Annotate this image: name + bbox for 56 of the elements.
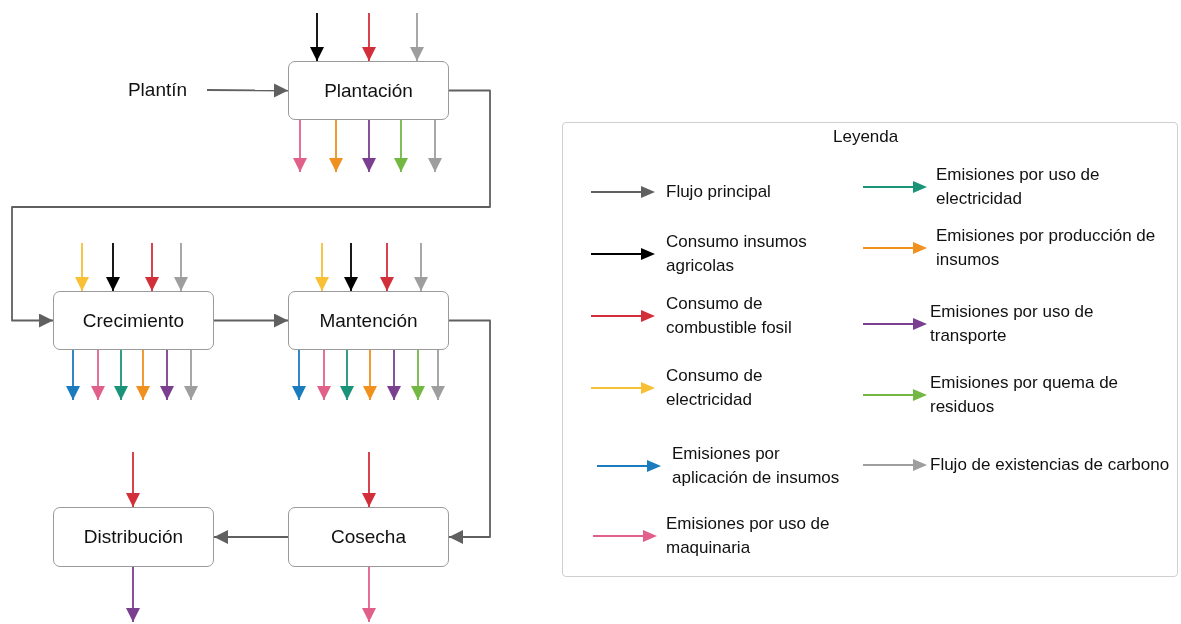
flow-arrow	[410, 12, 424, 62]
legend-text: Emisiones por producción de insumos	[936, 225, 1157, 271]
legend-text: Flujo principal	[666, 181, 772, 203]
flow-arrow	[340, 349, 354, 401]
legend-text: Emisiones por aplicación de insumos	[672, 443, 841, 489]
flow-arrow	[362, 451, 376, 508]
flow-arrow	[136, 349, 150, 401]
flow-arrow	[160, 349, 174, 401]
flow-arrow	[206, 83, 289, 98]
legend-title: Leyenda	[833, 127, 899, 147]
flow-arrow	[362, 119, 376, 173]
flow-arrow	[428, 119, 442, 173]
legend-text: Consumo de combustible fosil	[666, 293, 793, 339]
flow-arrow	[317, 349, 331, 401]
flow-arrow	[126, 566, 140, 623]
flow-arrow	[414, 242, 428, 292]
legend-text: Consumo insumos agricolas	[666, 231, 808, 277]
legend-text: Consumo de electricidad	[666, 365, 764, 411]
flow-arrow	[75, 242, 89, 292]
flow-arrow	[329, 119, 343, 173]
flow-arrow	[380, 242, 394, 292]
input-label: Plantín	[110, 75, 205, 105]
flow-arrow	[411, 349, 425, 401]
process-box: Crecimiento	[53, 291, 214, 350]
flow-arrow	[106, 242, 120, 292]
process-box: Plantación	[288, 61, 449, 120]
legend-text: Emisiones por quema de residuos	[930, 372, 1120, 418]
process-box: Cosecha	[288, 507, 449, 567]
flow-arrow	[145, 242, 159, 292]
flow-arrow	[315, 242, 329, 292]
flow-arrow	[66, 349, 80, 401]
flow-arrow	[310, 12, 324, 62]
flow-arrow	[174, 242, 188, 292]
flow-arrow	[184, 349, 198, 401]
process-box: Mantención	[288, 291, 449, 350]
flow-arrow	[448, 319, 491, 544]
flow-arrow	[362, 566, 376, 623]
flow-arrow	[292, 349, 306, 401]
flow-arrow	[363, 349, 377, 401]
legend-text: Emisiones por uso de transporte	[930, 301, 1095, 347]
flow-arrow	[431, 349, 445, 401]
legend-text: Emisiones por uso de electricidad	[936, 164, 1101, 210]
flow-arrow	[387, 349, 401, 401]
flow-arrow	[293, 119, 307, 173]
flow-arrow	[11, 89, 491, 328]
legend-text: Flujo de existencias de carbono	[930, 454, 1170, 476]
flow-arrow	[394, 119, 408, 173]
flow-arrow	[362, 12, 376, 62]
flow-arrow	[114, 349, 128, 401]
flow-arrow	[344, 242, 358, 292]
flow-arrow	[213, 530, 289, 544]
flow-arrow	[213, 313, 289, 328]
flow-arrow	[91, 349, 105, 401]
flow-arrow	[126, 451, 140, 508]
process-box: Distribución	[53, 507, 214, 567]
legend-text: Emisiones por uso de maquinaria	[666, 513, 831, 559]
